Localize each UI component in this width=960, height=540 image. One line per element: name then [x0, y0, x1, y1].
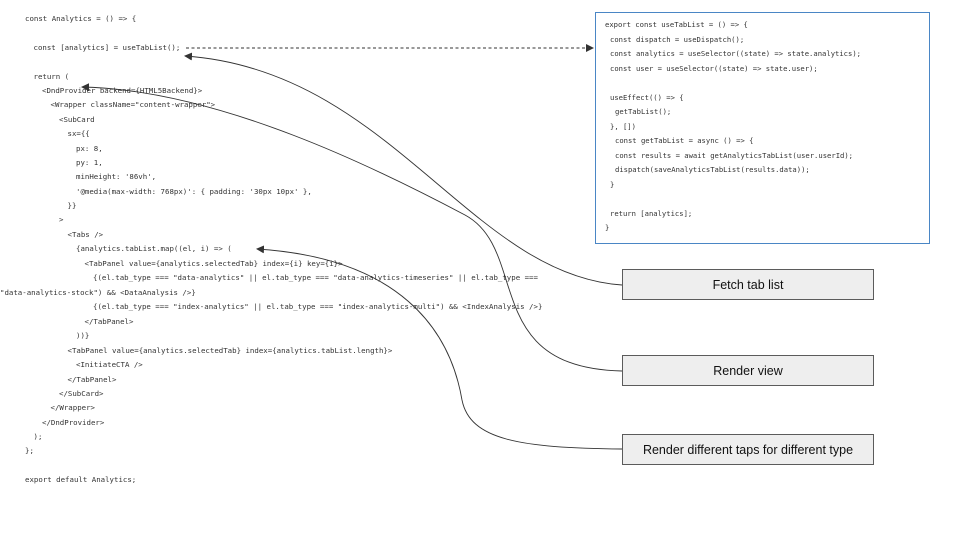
code-line: {(el.tab_type === "data-analytics" || el…: [93, 273, 538, 282]
code-line: </TabPanel>: [84, 317, 134, 326]
code-line: dispatch(saveAnalyticsTabList(results.da…: [615, 165, 810, 174]
code-line: getTabList();: [615, 107, 672, 116]
code-line: <Wrapper className="content-wrapper">: [50, 100, 216, 109]
code-line: return [analytics];: [610, 208, 693, 218]
code-line: return (: [33, 72, 70, 81]
code-line: px: 8,: [76, 144, 103, 153]
code-line: const analytics = useSelector((state) =>…: [610, 49, 861, 58]
code-line: minHeight: '86vh',: [76, 172, 157, 181]
code-line: <TabPanel value={analytics.selectedTab} …: [67, 346, 393, 355]
code-line: const getTabList = async () => {: [615, 136, 754, 145]
render-view-arrow: [81, 83, 623, 372]
code-line: sx={{: [67, 129, 90, 138]
code-line: </DndProvider>: [42, 418, 105, 427]
code-line: <Tabs />: [67, 230, 104, 239]
code-line: export default Analytics;: [25, 475, 137, 484]
code-line: useEffect(() => {: [610, 92, 684, 102]
code-line: );: [33, 432, 43, 441]
code-line: >: [59, 215, 64, 224]
code-line: ))}: [76, 331, 90, 340]
render-types-label: Render different taps for different type: [622, 434, 874, 465]
code-line: const user = useSelector((state) => stat…: [610, 63, 818, 73]
code-line: const [analytics] = useTabList();: [33, 43, 181, 52]
code-line: const results = await getAnalyticsTabLis…: [615, 150, 853, 160]
code-line: py: 1,: [76, 158, 103, 167]
fetch-tab-list-label: Fetch tab list: [622, 269, 874, 300]
code-line: </Wrapper>: [50, 403, 96, 412]
code-line: '@media(max-width: 768px)': { padding: '…: [76, 187, 312, 196]
code-line: }}: [67, 201, 77, 210]
code-line: {(el.tab_type === "index-analytics" || e…: [93, 302, 543, 311]
code-line: }: [605, 223, 610, 232]
code-line: <DndProvider backend={HTML5Backend}>: [42, 86, 203, 95]
code-line: <SubCard: [59, 115, 95, 124]
code-line: "data-analytics-stock") && <DataAnalysis…: [0, 288, 196, 297]
code-line: <TabPanel value={analytics.selectedTab} …: [84, 259, 343, 268]
code-line: }: [610, 179, 615, 189]
code-line: const dispatch = useDispatch();: [610, 34, 745, 44]
code-line: </TabPanel>: [67, 375, 117, 384]
code-line: {analytics.tabList.map((el, i) => (: [76, 244, 232, 253]
fetch-tab-list-arrow: [184, 52, 623, 286]
use-tab-list-hook-panel: export const useTabList = () => { const d…: [595, 12, 930, 244]
code-line: };: [25, 446, 34, 455]
code-line: }, []): [610, 121, 636, 131]
code-line: export const useTabList = () => {: [605, 20, 748, 29]
code-line: <InitiateCTA />: [76, 360, 143, 369]
code-line: </SubCard>: [59, 389, 104, 398]
code-line: const Analytics = () => {: [25, 14, 137, 23]
render-view-label: Render view: [622, 355, 874, 386]
